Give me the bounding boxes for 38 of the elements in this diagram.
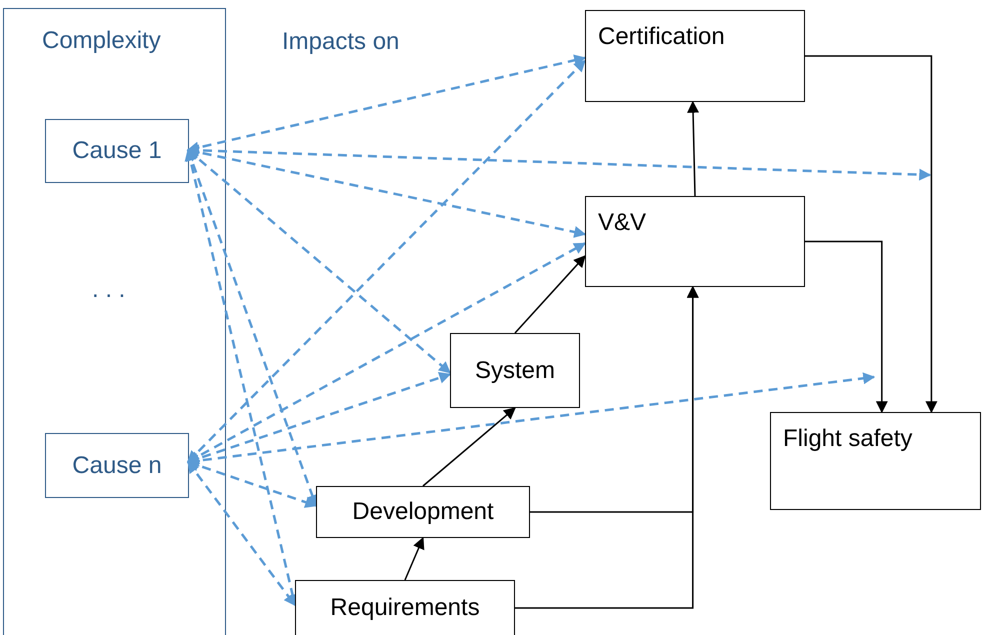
arrow	[805, 55, 938, 414]
cause-box	[45, 119, 189, 183]
process-box	[450, 333, 580, 408]
node-label: Requirements	[330, 596, 480, 620]
arrow	[186, 242, 586, 463]
ellipsis-label: . . .	[92, 278, 126, 302]
arrow	[186, 146, 586, 238]
arrow	[515, 286, 699, 609]
node-label: System	[475, 358, 555, 382]
arrow	[187, 60, 586, 463]
group-title: Complexity	[42, 29, 161, 53]
arrow	[514, 255, 586, 334]
process-box	[770, 412, 981, 510]
annotation-label: Impacts on	[282, 30, 400, 54]
node-label: V&V	[598, 211, 646, 235]
node-label: Cause n	[72, 454, 162, 478]
arrow	[422, 407, 516, 487]
arrow	[187, 460, 296, 606]
group-frame	[3, 8, 226, 635]
arrow	[186, 372, 876, 467]
arrow	[186, 144, 932, 181]
arrow	[187, 149, 451, 374]
arrow	[186, 148, 318, 507]
arrow	[687, 100, 700, 196]
process-box	[295, 580, 515, 635]
arrow	[186, 460, 318, 508]
arrow	[805, 240, 888, 414]
cause-box	[45, 433, 189, 498]
arrow	[186, 372, 452, 464]
process-box	[585, 196, 805, 287]
process-box	[316, 486, 530, 538]
arrow	[404, 536, 424, 580]
node-label: Flight safety	[783, 427, 912, 451]
node-label: Development	[352, 500, 494, 524]
process-box	[585, 10, 805, 102]
arrow	[186, 54, 586, 154]
node-label: Certification	[598, 25, 725, 49]
node-label: Cause 1	[72, 139, 162, 163]
